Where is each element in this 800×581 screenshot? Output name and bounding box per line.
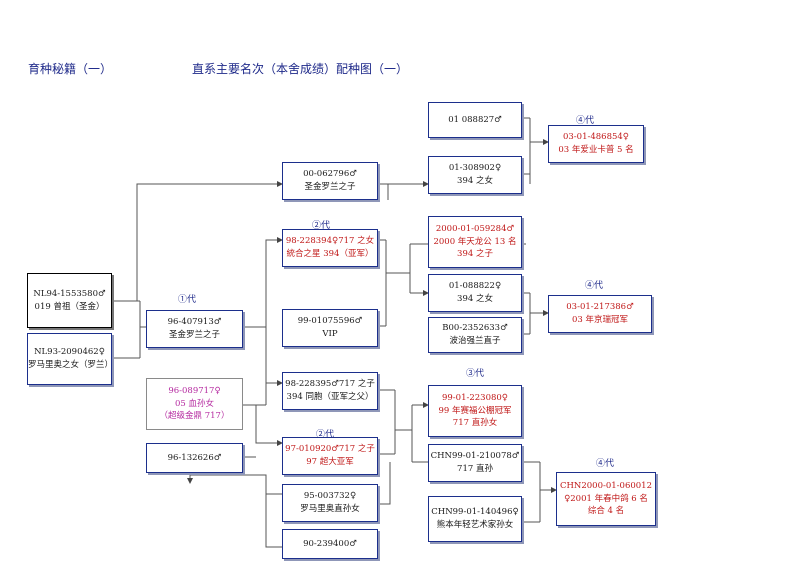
node-desc: 99 年赛福公棚冠军 [438, 405, 512, 416]
node-desc: 罗马里奥之女（罗兰） [28, 360, 114, 370]
node-98-228395: 98-228395♂717 之子 394 同胞（亚军之父） [282, 372, 378, 410]
node-00-062796: 00-062796♂ 圣金罗兰之子 [282, 162, 378, 200]
node-desc: 394 之女 [457, 294, 493, 304]
node-ring: 01-088822♀ [448, 281, 502, 292]
node-desc: ♀2001 年春中鸽 6 名 [564, 493, 648, 504]
node-desc: 統合之星 394（亚军） [286, 249, 374, 259]
node-ring: 97-010920♂717 之子 [285, 444, 375, 455]
node-90-239400: 90-239400♂ [282, 529, 378, 559]
node-desc: 394 同胞（亚军之父） [286, 392, 374, 402]
node-ring: 96-132626♂ [167, 452, 222, 463]
gen-label-2b: ②代 [316, 430, 335, 440]
node-ring: CHN99-01-210078♂ [430, 451, 520, 462]
node-ring: 00-062796♂ [303, 169, 357, 180]
gen-label-4b: ④代 [585, 281, 604, 291]
node-desc: 罗马里奥直孙女 [300, 504, 360, 514]
node-desc: 717 直孙 [457, 464, 493, 474]
node-nl94-1553580: NL94-1553580♂ 019 曾祖（圣金） [27, 273, 112, 328]
node-ring: 95-003732♀ [303, 491, 357, 502]
node-ring: NL94-1553580♂ [33, 288, 106, 299]
node-03-01-217386: 03-01-217386♂ 03 年京瑞冠军 [548, 295, 652, 333]
node-desc: 03 年京瑞冠军 [571, 315, 629, 325]
node-01-088827: 01 088827♂ [428, 102, 522, 138]
node-desc-2: 综合 4 名 [587, 506, 625, 517]
node-desc: 波治强兰直子 [449, 336, 501, 346]
node-95-003732: 95-003732♀ 罗马里奥直孙女 [282, 484, 378, 522]
node-desc: 394 之女 [457, 176, 493, 186]
node-ring: B00-2352633♂ [442, 323, 508, 334]
node-nl93-2090462: NL93-2090462♀ 罗马里奥之女（罗兰） [27, 333, 114, 385]
node-01-088822: 01-088822♀ 394 之女 [428, 274, 522, 312]
node-ring: 03-01-486854♀ [562, 132, 630, 143]
node-ring: 99-01075596♂ [297, 316, 363, 327]
gen-label-4a: ④代 [576, 116, 595, 126]
node-ring: 01-308902♀ [448, 163, 502, 174]
node-desc-2: 394 之子 [457, 249, 493, 260]
gen-label-1: ①代 [178, 295, 197, 305]
node-ring: 03-01-217386♂ [566, 302, 634, 313]
header-center-title: 直系主要名次（本舍成绩）配种图（一） [192, 62, 409, 76]
node-ring: CHN2000-01-060012 [560, 480, 652, 491]
node-desc: 圣金罗兰之子 [168, 330, 220, 340]
node-chn99-01-140496: CHN99-01-140496♀ 熊本年轻艺术家孙女 [428, 496, 522, 542]
node-desc: 2000 年天龙公 13 名 [433, 236, 517, 247]
node-desc: VIP [322, 329, 338, 339]
node-b00-2352633: B00-2352633♂ 波治强兰直子 [428, 317, 522, 353]
node-ring: 98-228394♀717 之女 [285, 236, 375, 247]
node-desc: 圣金罗兰之子 [304, 182, 356, 192]
node-ring: CHN99-01-140496♀ [431, 507, 519, 518]
header-left-title: 育种秘籍（一） [28, 62, 113, 76]
node-ring: 90-239400♂ [303, 538, 357, 549]
node-ring: NL93-2090462♀ [34, 347, 105, 358]
node-97-010920: 97-010920♂717 之子 97 超大亚军 [282, 437, 378, 475]
node-desc: 05 血孙女 [174, 398, 215, 409]
node-01-308902: 01-308902♀ 394 之女 [428, 156, 522, 194]
node-ring: 96-407913♂ [167, 317, 222, 328]
node-chn99-01-210078: CHN99-01-210078♂ 717 直孙 [428, 444, 522, 482]
gen-label-4c: ④代 [596, 459, 615, 469]
node-96-407913: 96-407913♂ 圣金罗兰之子 [146, 310, 243, 348]
node-99-01075596: 99-01075596♂ VIP [282, 309, 378, 347]
node-98-228394: 98-228394♀717 之女 統合之星 394（亚军） [282, 229, 378, 267]
node-96-132626: 96-132626♂ [146, 443, 243, 473]
node-chn2000-01-060012: CHN2000-01-060012 ♀2001 年春中鸽 6 名 综合 4 名 [556, 472, 656, 526]
node-96-089717: 96-089717♀ 05 血孙女 （超级金鼎 717） [146, 378, 243, 430]
node-desc-2: （超级金鼎 717） [159, 411, 230, 422]
node-desc-2: 717 直孙女 [452, 418, 498, 429]
gen-label-3: ③代 [466, 369, 485, 379]
gen-label-2a: ②代 [312, 221, 331, 231]
node-desc: 03 年爱业卡普 5 名 [558, 145, 634, 155]
node-ring: 96-089717♀ [168, 385, 221, 396]
node-ring: 99-01-223080♀ [441, 392, 509, 403]
node-03-01-486854: 03-01-486854♀ 03 年爱业卡普 5 名 [548, 125, 644, 163]
node-desc: 019 曾祖（圣金） [34, 301, 105, 312]
node-desc: 熊本年轻艺术家孙女 [436, 520, 514, 530]
node-2000-059284: 2000-01-059284♂ 2000 年天龙公 13 名 394 之子 [428, 216, 522, 268]
node-ring: 98-228395♂717 之子 [285, 379, 375, 390]
node-99-01-223080: 99-01-223080♀ 99 年赛福公棚冠军 717 直孙女 [428, 385, 522, 437]
node-ring: 2000-01-059284♂ [435, 223, 515, 234]
node-desc: 97 超大亚军 [306, 457, 354, 467]
node-ring: 01 088827♂ [448, 114, 502, 125]
